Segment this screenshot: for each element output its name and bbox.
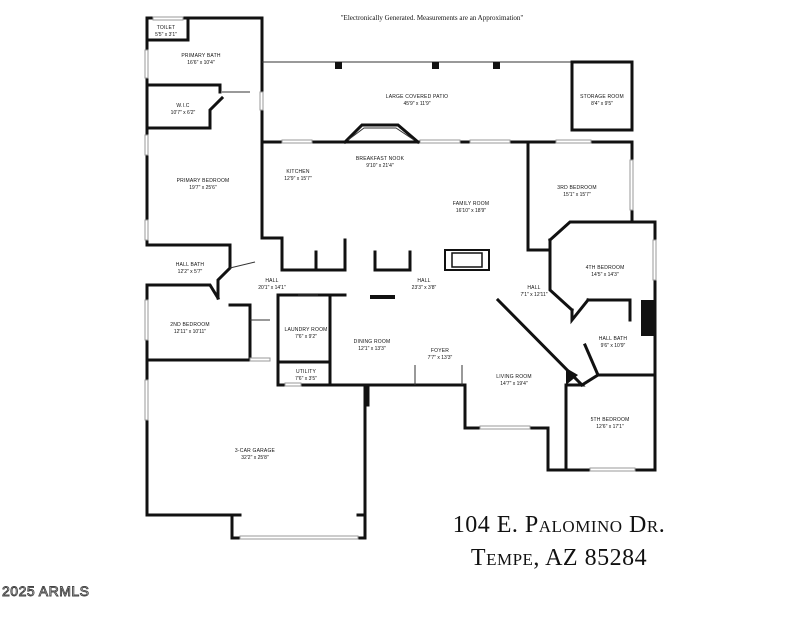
room-name-label: 5TH BEDROOM — [591, 417, 630, 423]
fireplace — [444, 249, 490, 271]
room-name-label: HALL — [417, 278, 430, 284]
room-name-label: 4TH BEDROOM — [586, 265, 625, 271]
windows — [144, 16, 657, 540]
room-name-label: TOILET — [157, 25, 176, 31]
address-line-1: 104 E. Palomino Dr. — [453, 512, 665, 538]
room-dimensions-label: 12'9" x 15'7" — [284, 176, 312, 182]
columns — [335, 62, 655, 385]
doors — [222, 91, 463, 385]
room-name-label: 2ND BEDROOM — [170, 322, 209, 328]
room-dimensions-label: 7'1" x 12'11" — [520, 292, 547, 298]
room-dimensions-label: 16'10" x 18'9" — [456, 208, 486, 214]
address-line-2: Tempe, AZ 85284 — [471, 545, 647, 571]
room-name-label: HALL BATH — [176, 262, 205, 268]
room-dimensions-label: 9'10" x 21'4" — [366, 163, 394, 169]
room-dimensions-label: 15'1" x 15'7" — [563, 192, 591, 198]
room-name-label: DINING ROOM — [354, 339, 391, 345]
room-name-label: KITCHEN — [286, 169, 310, 175]
room-dimensions-label: 32'2" x 25'8" — [241, 455, 269, 461]
room-name-label: W.I.C — [176, 103, 189, 109]
copyright-watermark: 2025 ARMLS — [2, 583, 90, 599]
room-dimensions-label: 23'3" x 3'8" — [412, 285, 437, 291]
room-wic: W.I.C10'7" x 6'2" — [171, 103, 196, 116]
room-dimensions-label: 12'1" x 13'3" — [358, 346, 386, 352]
bay-window — [342, 123, 421, 145]
room-name-label: BREAKFAST NOOK — [356, 156, 405, 162]
room-dimensions-label: 16'6" x 10'4" — [187, 60, 215, 66]
room-dimensions-label: 45'9" x 11'9" — [403, 101, 430, 107]
disclaimer-note: "Electronically Generated. Measurements … — [341, 14, 524, 22]
room-name-label: LAUNDRY ROOM — [284, 327, 327, 333]
room-dimensions-label: 14'5" x 14'3" — [591, 272, 619, 278]
room-dimensions-label: 20'1" x 14'1" — [258, 285, 286, 291]
room-name-label: HALL — [527, 285, 540, 291]
room-dimensions-label: 14'7" x 19'4" — [500, 381, 528, 387]
room-dimensions-label: 5'5" x 3'1" — [155, 32, 177, 38]
room-dimensions-label: 10'7" x 6'2" — [171, 110, 196, 116]
room-dimensions-label: 9'6" x 10'9" — [601, 343, 626, 349]
room-dimensions-label: 19'7" x 25'6" — [189, 185, 217, 191]
room-dimensions-label: 12'6" x 17'1" — [596, 424, 624, 430]
room-name-label: HALL — [265, 278, 278, 284]
room-name-label: LARGE COVERED PATIO — [386, 94, 449, 100]
room-name-label: FOYER — [431, 348, 449, 354]
room-name-label: PRIMARY BATH — [181, 53, 221, 59]
room-name-label: STORAGE ROOM — [580, 94, 624, 100]
room-name-label: PRIMARY BEDROOM — [177, 178, 230, 184]
room-dimensions-label: 12'2" x 5'7" — [178, 269, 203, 275]
room-dimensions-label: 7'6" x 3'5" — [295, 376, 317, 382]
room-name-label: 3-CAR GARAGE — [235, 448, 276, 454]
room-name-label: UTILITY — [296, 369, 316, 375]
room-dimensions-label: 8'4" x 9'5" — [591, 101, 613, 107]
room-name-label: FAMILY ROOM — [453, 201, 489, 207]
room-name-label: 3RD BEDROOM — [557, 185, 596, 191]
room-name-label: LIVING ROOM — [496, 374, 532, 380]
room-name-label: HALL BATH — [599, 336, 628, 342]
room-dimensions-label: 7'6" x 9'2" — [295, 334, 317, 340]
room-dimensions-label: 7'7" x 13'3" — [428, 355, 453, 361]
room-dimensions-label: 12'11" x 10'11" — [174, 329, 206, 335]
